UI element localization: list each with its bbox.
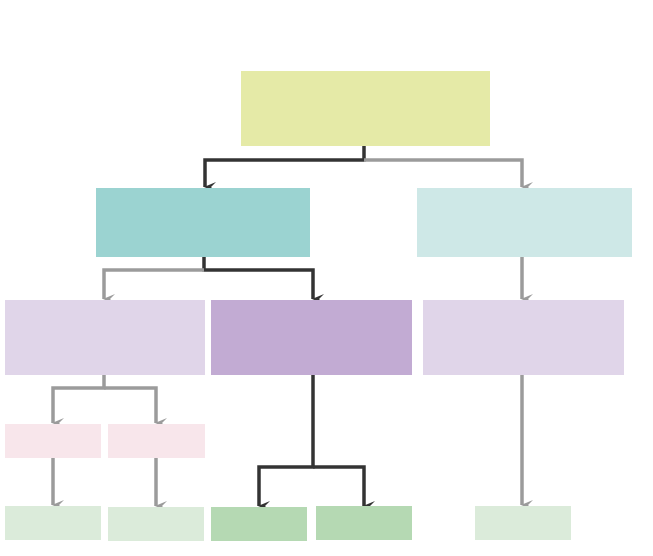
node-leaf-1 (5, 506, 101, 540)
node-leaf-3 (211, 507, 307, 541)
edge-mid-to-leaf3 (257, 375, 315, 511)
node-leaf-4 (316, 506, 412, 540)
node-level1-left (96, 188, 310, 257)
node-leaf-2 (108, 507, 204, 541)
node-root (241, 71, 490, 146)
node-level3-pink-1 (5, 424, 101, 458)
node-leaf-5 (475, 506, 571, 540)
edge-l2a-to-pink1 (51, 375, 106, 428)
edge-left-to-mid (202, 257, 324, 304)
node-level2-left (5, 300, 205, 375)
edge-mid-to-leaf4 (313, 465, 375, 511)
edge-l2a-to-pink2 (104, 386, 167, 428)
edge-root-to-left (203, 146, 366, 192)
node-level2-right (423, 300, 624, 375)
edge-left-to-leftmost (102, 268, 204, 304)
node-level2-mid (211, 300, 412, 375)
edge-root-to-right (364, 158, 533, 192)
node-level1-right (417, 188, 632, 257)
node-level3-pink-2 (108, 424, 205, 458)
